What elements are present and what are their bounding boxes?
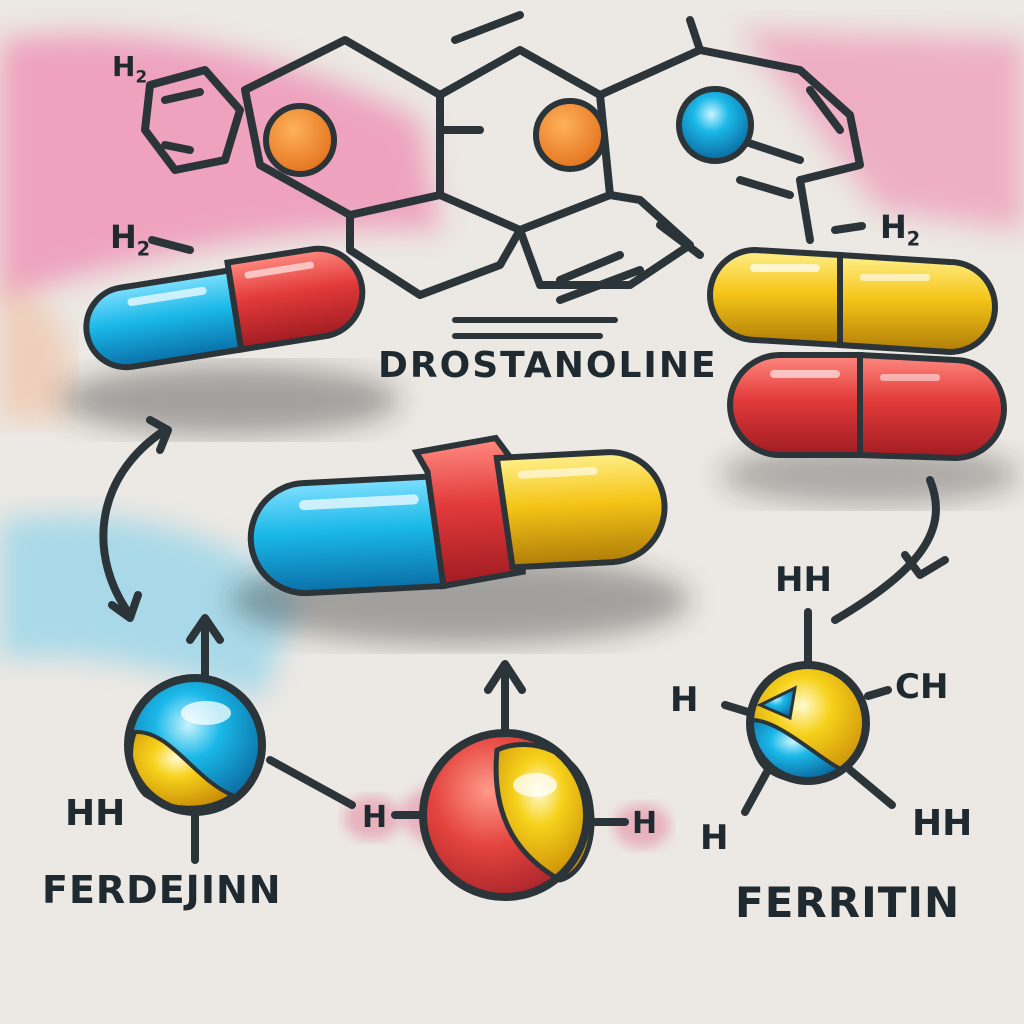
drug-name-label: DROSTANOLINE bbox=[378, 345, 718, 386]
atom-symbol: H bbox=[110, 218, 137, 256]
center-blue-red-yellow-capsule bbox=[247, 434, 668, 597]
atom-label-left-hh: HH bbox=[65, 793, 126, 834]
atom-label-right-ch: CH bbox=[895, 667, 949, 707]
cyan-atom bbox=[676, 86, 754, 164]
right-molecule-label: FERRITIN bbox=[735, 878, 961, 927]
atom-symbol: H bbox=[112, 50, 136, 83]
curved-double-arrow bbox=[99, 426, 169, 619]
curved-arrow-right bbox=[831, 476, 940, 624]
atom-subscript: 2 bbox=[136, 237, 151, 261]
orange-atom-2 bbox=[533, 98, 607, 172]
center-molecule-sphere bbox=[419, 729, 595, 901]
atom-symbol: H bbox=[880, 208, 907, 246]
right-yellow-capsule bbox=[707, 246, 998, 356]
atom-subscript: 2 bbox=[135, 66, 148, 87]
atom-label-center-right-h: H bbox=[632, 806, 658, 841]
left-blue-red-capsule bbox=[83, 245, 366, 371]
atom-label-center-left-h: H bbox=[362, 800, 388, 835]
atom-subscript: 2 bbox=[906, 227, 921, 251]
left-molecule-label: FERDEJINN bbox=[42, 868, 282, 912]
atom-label-left-h2: H2 bbox=[110, 218, 150, 260]
reaction-arrows bbox=[99, 416, 949, 864]
right-molecule-sphere bbox=[746, 661, 870, 785]
atom-label-top-left-h2: H2 bbox=[112, 50, 147, 87]
atom-label-right-bottom-right-hh: HH bbox=[912, 803, 973, 844]
atom-label-right-bottom-left-h: H bbox=[700, 818, 729, 858]
left-molecule-sphere bbox=[124, 674, 266, 816]
right-red-capsule bbox=[727, 351, 1007, 462]
atom-label-right-top-hh: HH bbox=[775, 560, 832, 600]
orange-atom-1 bbox=[263, 103, 337, 177]
ring-atoms bbox=[263, 86, 754, 177]
atom-label-right-h2: H2 bbox=[880, 208, 920, 250]
atom-label-right-left-h: H bbox=[670, 680, 699, 720]
